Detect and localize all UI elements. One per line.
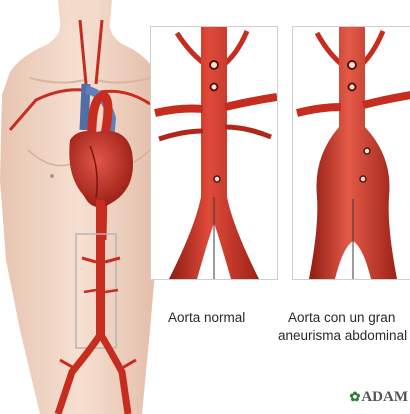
body-illustration: [0, 0, 160, 414]
leaf-icon: ✿: [349, 389, 360, 404]
normal-aorta-illustration: [151, 27, 277, 279]
aneurysm-aorta-panel: [292, 26, 410, 280]
caption-aneurysm-line1: Aorta con un gran: [288, 310, 395, 326]
normal-aorta-panel: [150, 26, 278, 280]
aneurysm-aorta-illustration: [293, 27, 410, 279]
adam-logo: ✿ADAM: [349, 389, 408, 406]
caption-normal-aorta: Aorta normal: [168, 310, 245, 326]
caption-aneurysm-line2: aneurisma abdominal: [278, 328, 407, 344]
logo-text: ADAM: [361, 389, 408, 405]
